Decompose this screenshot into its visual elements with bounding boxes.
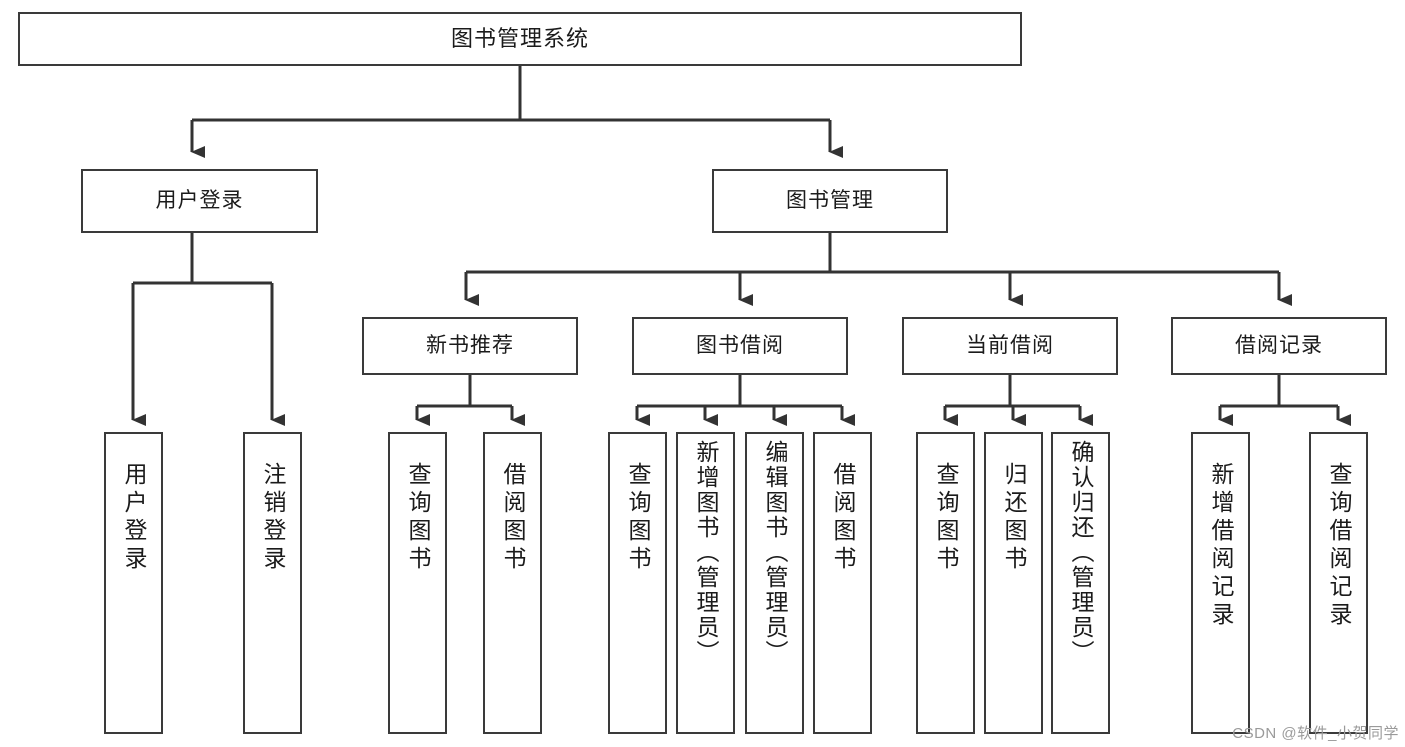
node-label: 图书借阅 [696, 333, 784, 357]
node-label: 查询图书 [933, 462, 959, 574]
node-label: 编辑图书（管理员） [762, 440, 788, 665]
leaf-new-book-query[interactable]: 查询图书 [388, 432, 447, 734]
leaf-current-query-book[interactable]: 查询图书 [916, 432, 975, 734]
node-label: 查询借阅记录 [1326, 462, 1352, 630]
node-label: 新增借阅记录 [1208, 462, 1234, 630]
node-label: 借阅图书 [500, 462, 526, 574]
node-label: 查询图书 [405, 462, 431, 574]
node-label: 用户登录 [121, 462, 147, 574]
leaf-borrow-book[interactable]: 借阅图书 [813, 432, 872, 734]
node-label: 新增图书（管理员） [693, 440, 719, 665]
leaf-edit-book-admin[interactable]: 编辑图书（管理员） [745, 432, 804, 734]
node-label: 确认归还（管理员） [1068, 440, 1094, 665]
node-label: 借阅图书 [830, 462, 856, 574]
watermark: CSDN @软件_小贺同学 [1232, 725, 1399, 742]
leaf-add-book-admin[interactable]: 新增图书（管理员） [676, 432, 735, 734]
leaf-add-borrow-record[interactable]: 新增借阅记录 [1191, 432, 1250, 734]
node-label: 注销登录 [260, 462, 286, 574]
node-user-login[interactable]: 用户登录 [81, 169, 318, 233]
leaf-user-login[interactable]: 用户登录 [104, 432, 163, 734]
leaf-user-logout[interactable]: 注销登录 [243, 432, 302, 734]
node-current-borrow[interactable]: 当前借阅 [902, 317, 1118, 375]
leaf-confirm-return-admin[interactable]: 确认归还（管理员） [1051, 432, 1110, 734]
node-borrow-record[interactable]: 借阅记录 [1171, 317, 1387, 375]
node-label: 图书管理系统 [450, 26, 589, 52]
node-label: 用户登录 [155, 188, 244, 212]
leaf-borrow-query-book[interactable]: 查询图书 [608, 432, 667, 734]
node-label: 新书推荐 [426, 333, 514, 357]
node-label: 查询图书 [625, 462, 651, 574]
node-root-system[interactable]: 图书管理系统 [18, 12, 1022, 66]
node-book-management[interactable]: 图书管理 [712, 169, 948, 233]
node-label: 归还图书 [1001, 462, 1027, 574]
node-label: 借阅记录 [1235, 333, 1323, 357]
node-new-book-recommend[interactable]: 新书推荐 [362, 317, 578, 375]
leaf-query-borrow-record[interactable]: 查询借阅记录 [1309, 432, 1368, 734]
leaf-return-book[interactable]: 归还图书 [984, 432, 1043, 734]
leaf-new-book-borrow[interactable]: 借阅图书 [483, 432, 542, 734]
node-book-borrow[interactable]: 图书借阅 [632, 317, 848, 375]
node-label: 图书管理 [786, 188, 874, 212]
node-label: 当前借阅 [966, 333, 1054, 357]
